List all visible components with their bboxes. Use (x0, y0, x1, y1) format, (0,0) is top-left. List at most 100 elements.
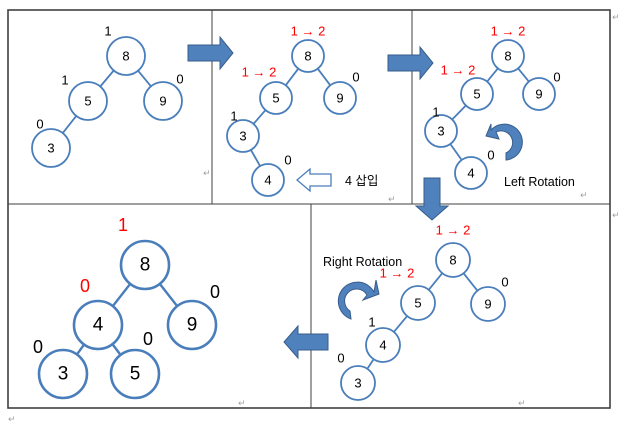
tree-node-9: 90 (143, 72, 184, 121)
tree-node-5: 51 → 2 (242, 65, 293, 115)
tree-edge (62, 115, 77, 134)
hollow-left-arrow-icon (295, 167, 332, 193)
tree-node-8: 81 (118, 215, 171, 291)
node-key: 3 (354, 376, 361, 391)
balance-factor-label: 0 (487, 148, 494, 163)
paragraph-mark-icon: ↵ (612, 12, 620, 22)
node-circle (259, 81, 293, 115)
node-key: 8 (504, 49, 511, 64)
node-circle (340, 365, 376, 401)
tree-node-4: 40 (454, 148, 495, 190)
node-key: 8 (140, 255, 151, 276)
tree-node-3: 31 (226, 109, 260, 153)
node-key: 4 (467, 166, 474, 181)
balance-factor-label: 1 → 2 (491, 24, 526, 39)
tree-node-8: 81 (104, 24, 146, 76)
tree-edge (111, 283, 132, 307)
left-rotation-caption: Left Rotation (504, 175, 575, 189)
paragraph-mark-icon: ↵ (238, 398, 246, 408)
tree-node-5: 51 (61, 73, 108, 121)
balance-factor-label: 1 → 2 (380, 266, 415, 281)
paragraph-marks: ↵ ↵ ↵ ↵ ↵ ↵ ↵ ↵ (8, 12, 620, 424)
tree-edge (451, 104, 467, 121)
node-circle (460, 77, 494, 111)
balance-factor-label: 1 (432, 105, 439, 120)
tree-edge (252, 109, 267, 125)
balance-factor-label: 1 (104, 24, 111, 39)
node-circle (68, 81, 108, 121)
tree-node-9: 90 (323, 70, 360, 115)
flow-arrow-down-icon (414, 177, 450, 221)
tree-edge (158, 283, 179, 307)
tree-edge (111, 343, 122, 356)
node-circle (226, 119, 260, 153)
paragraph-mark-icon: ↵ (8, 414, 16, 424)
node-key: 4 (93, 315, 104, 336)
node-key: 8 (449, 253, 456, 268)
balance-factor-label: 1 → 2 (291, 24, 326, 39)
node-key: 9 (159, 94, 166, 109)
balance-factor-label: 0 (36, 117, 43, 132)
tree-node-9: 90 (166, 282, 220, 351)
tree-edge (449, 143, 463, 161)
node-key: 8 (122, 49, 129, 64)
node-key: 3 (239, 129, 246, 144)
tree-node-3: 30 (337, 351, 376, 401)
tree-edge (75, 343, 86, 356)
paragraph-mark-icon: ↵ (518, 398, 526, 408)
node-circle (72, 299, 124, 351)
balance-factor-label: 1 → 2 (242, 65, 277, 80)
tree-node-4: 41 (365, 315, 401, 363)
balance-factor-label: 0 (80, 276, 90, 296)
tree-node-9: 90 (522, 70, 561, 111)
node-circle (365, 327, 401, 363)
tree-edge (366, 358, 375, 370)
insert-caption: 4 삽입 (345, 174, 378, 188)
node-circle (491, 39, 525, 73)
balance-factor-label: 0 (176, 72, 183, 87)
node-circle (323, 81, 357, 115)
tree-edge (250, 149, 261, 167)
tree-node-4: 40 (72, 276, 124, 351)
node-circle (454, 156, 488, 190)
tree-node-8: 8 1 → 2 (291, 24, 326, 73)
flow-arrow-right-icon (187, 35, 234, 71)
node-circle (470, 286, 506, 322)
tree-edge (462, 272, 479, 292)
node-key: 5 (84, 94, 91, 109)
node-circle (106, 36, 146, 76)
tree-edge (517, 67, 530, 83)
balance-factor-label: 0 (33, 337, 43, 357)
clockwise-arrow-icon (337, 279, 380, 320)
tree-node-5: 50 (109, 329, 161, 400)
tree-edge (486, 67, 499, 83)
balance-factor-label: 1 (230, 109, 237, 124)
node-key: 9 (336, 91, 343, 106)
node-key: 4 (379, 338, 386, 353)
tree-node-3: 31 (424, 105, 458, 148)
node-key: 8 (304, 49, 311, 64)
node-circle (143, 81, 183, 121)
balance-factor-label: 0 (352, 70, 359, 85)
node-circle (424, 114, 458, 148)
node-key: 9 (535, 87, 542, 102)
node-circle (31, 128, 71, 168)
balance-factor-label: 1 → 2 (441, 63, 476, 78)
tree-edge (316, 68, 332, 86)
node-key: 5 (130, 364, 141, 385)
tree-node-4: 40 (251, 153, 292, 197)
tree-node-8: 81 → 2 (435, 223, 471, 278)
tree-node-9: 90 (470, 275, 509, 322)
tree-node-5: 51 → 2 (441, 63, 494, 111)
node-key: 3 (437, 124, 444, 139)
tree-node-5: 51 → 2 (380, 266, 436, 321)
counterclockwise-arrow-icon (485, 123, 523, 161)
paragraph-mark-icon: ↵ (388, 194, 396, 204)
node-circle (400, 285, 436, 321)
